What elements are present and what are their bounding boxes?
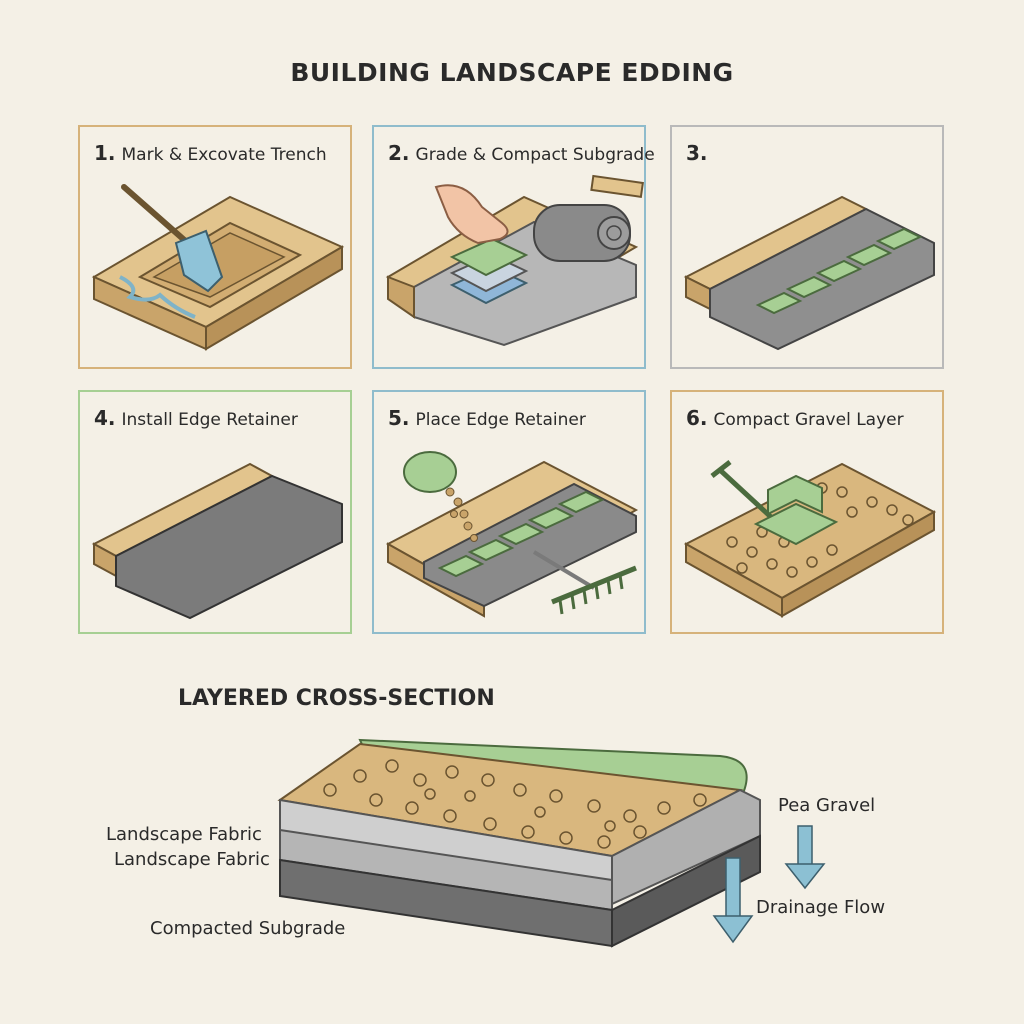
label-drainage: Drainage Flow [756, 897, 885, 918]
label-fabric-1: Landscape Fabric [106, 824, 262, 845]
drainage-arrow-1 [786, 826, 824, 888]
label-fabric-2: Landscape Fabric [114, 849, 270, 870]
label-subgrade: Compacted Subgrade [150, 918, 345, 939]
label-pea-gravel: Pea Gravel [778, 795, 875, 816]
